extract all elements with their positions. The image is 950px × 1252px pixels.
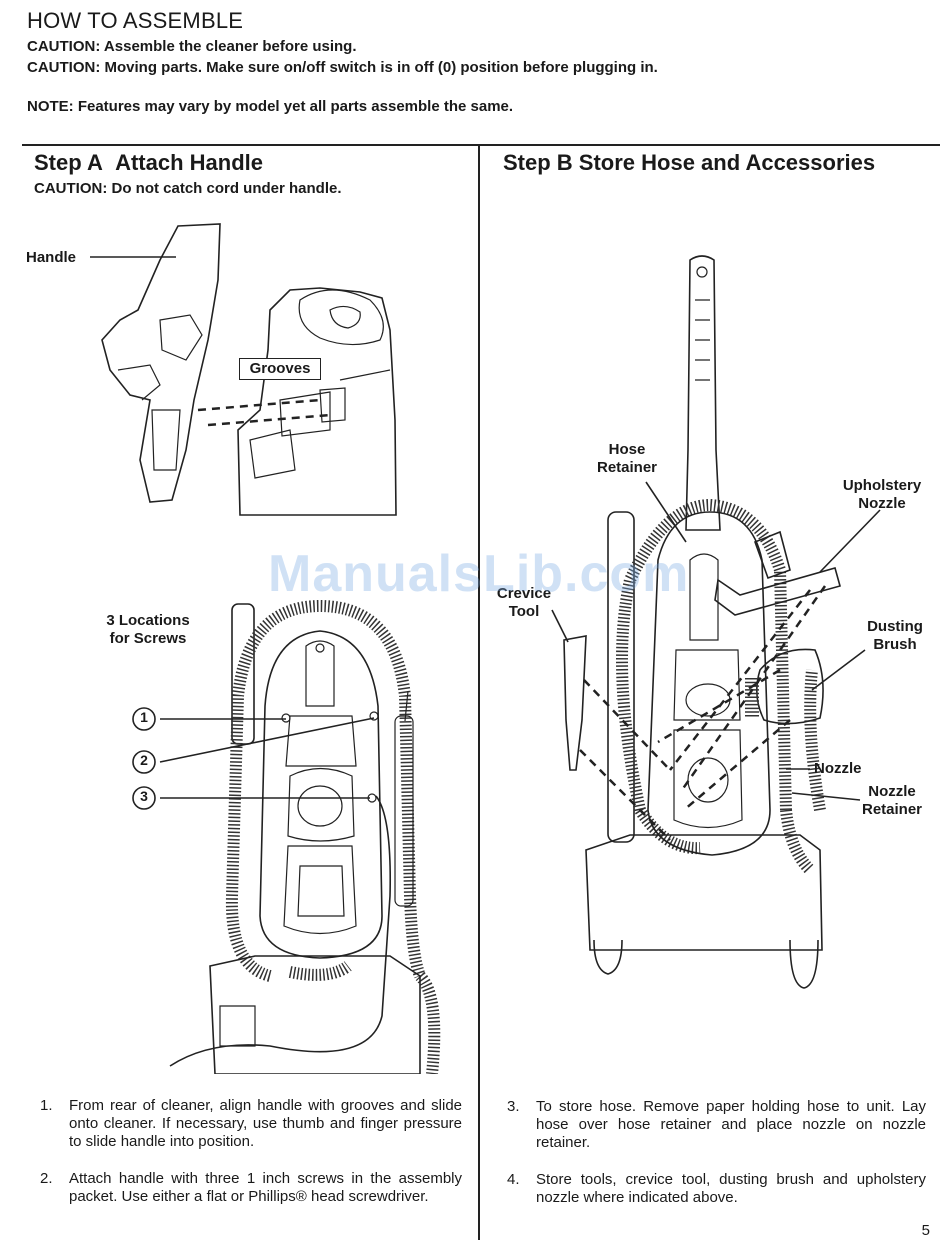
watermark: ManualsLib.com xyxy=(268,545,690,603)
label-crevice-tool-line1: Crevice xyxy=(496,585,552,602)
label-upholstery-nozzle-line1: Upholstery xyxy=(842,477,922,494)
label-hose-retainer: Hose Retainer xyxy=(588,441,666,477)
screw-number-1: 1 xyxy=(140,709,148,725)
instruction-3-number: 3. xyxy=(507,1098,520,1115)
label-screw-locations: 3 Locations for Screws xyxy=(94,612,202,648)
label-upholstery-nozzle-line2: Nozzle xyxy=(858,495,906,512)
instruction-1: 1. From rear of cleaner, align handle wi… xyxy=(40,1097,462,1153)
note-features: NOTE: Features may vary by model yet all… xyxy=(27,98,514,115)
label-hose-retainer-line2: Retainer xyxy=(596,459,658,476)
caution-assemble: CAUTION: Assemble the cleaner before usi… xyxy=(27,38,357,55)
label-dusting-brush: Dusting Brush xyxy=(860,618,930,654)
header-divider xyxy=(22,144,940,146)
step-a-caution: CAUTION: Do not catch cord under handle. xyxy=(34,180,342,197)
caution-moving-parts: CAUTION: Moving parts. Make sure on/off … xyxy=(27,59,658,76)
instruction-3: 3. To store hose. Remove paper holding h… xyxy=(507,1098,926,1154)
label-hose-retainer-line1: Hose xyxy=(608,441,646,458)
label-crevice-tool: Crevice Tool xyxy=(492,585,556,621)
column-divider xyxy=(478,145,480,1240)
page-number: 5 xyxy=(921,1222,930,1239)
page-title: HOW TO ASSEMBLE xyxy=(27,8,244,33)
step-a-prefix: Step A xyxy=(34,150,103,175)
label-grooves-box: Grooves xyxy=(239,358,321,380)
instruction-3-text: To store hose. Remove paper holding hose… xyxy=(536,1098,926,1151)
screw-number-3: 3 xyxy=(140,788,148,804)
label-upholstery-nozzle: Upholstery Nozzle xyxy=(834,477,930,513)
label-nozzle-retainer: Nozzle Retainer xyxy=(854,783,930,819)
instruction-4-number: 4. xyxy=(507,1171,520,1188)
store-accessories-illustration xyxy=(551,255,881,989)
label-crevice-tool-line2: Tool xyxy=(508,603,540,620)
step-b-title: Step B Store Hose and Accessories xyxy=(503,150,876,175)
instruction-4: 4. Store tools, crevice tool, dusting br… xyxy=(507,1171,926,1211)
handle-attach-illustration xyxy=(90,223,397,516)
label-nozzle: Nozzle xyxy=(814,760,862,777)
label-grooves: Grooves xyxy=(249,360,311,377)
label-nozzle-retainer-line1: Nozzle xyxy=(868,783,916,800)
label-screw-locations-line2: for Screws xyxy=(109,630,187,647)
instruction-2-text: Attach handle with three 1 inch screws i… xyxy=(69,1170,462,1205)
screw-locations-illustration xyxy=(132,599,441,1074)
label-handle: Handle xyxy=(26,249,77,266)
instruction-4-text: Store tools, crevice tool, dusting brush… xyxy=(536,1171,926,1206)
instruction-2-number: 2. xyxy=(40,1170,53,1187)
label-screw-locations-line1: 3 Locations xyxy=(106,612,190,629)
instruction-1-number: 1. xyxy=(40,1097,53,1114)
step-a-title: Step A Attach Handle xyxy=(34,150,263,176)
step-a-name: Attach Handle xyxy=(115,150,264,175)
label-dusting-brush-line2: Brush xyxy=(873,636,917,653)
label-nozzle-retainer-line2: Retainer xyxy=(861,801,923,818)
instruction-2: 2. Attach handle with three 1 inch screw… xyxy=(40,1170,462,1210)
screw-number-2: 2 xyxy=(140,752,148,768)
label-dusting-brush-line1: Dusting xyxy=(867,618,923,635)
instruction-1-text: From rear of cleaner, align handle with … xyxy=(69,1097,462,1150)
